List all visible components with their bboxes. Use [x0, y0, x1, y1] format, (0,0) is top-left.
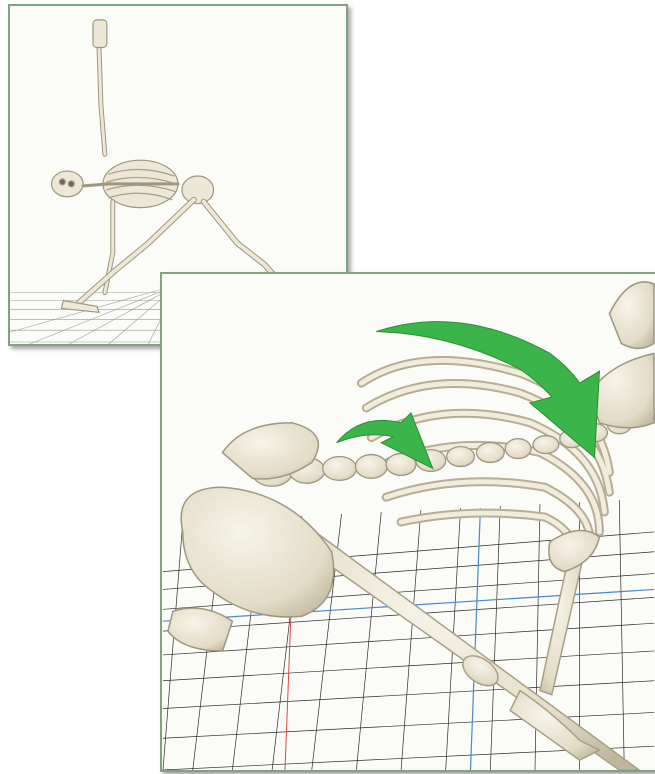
spine-closeup-illustration — [162, 274, 655, 770]
closeup-panel — [160, 272, 655, 772]
